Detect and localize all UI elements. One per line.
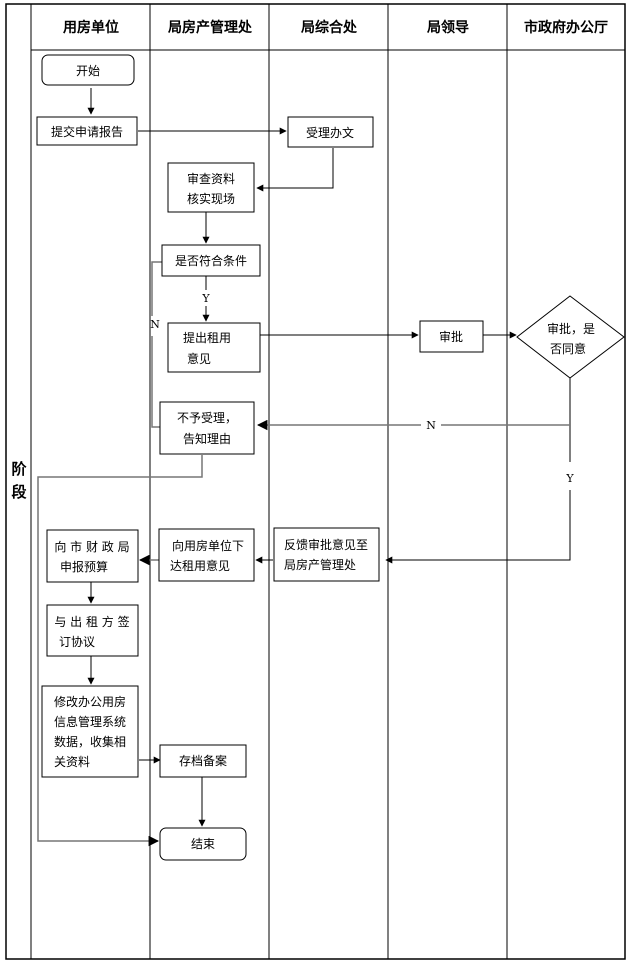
edge-accept-review	[256, 148, 334, 192]
lane-title-unit: 用房单位	[63, 19, 119, 36]
node-issue[interactable]	[158, 528, 255, 582]
node-budget-label-2: 申报预算	[60, 559, 108, 574]
node-sign[interactable]	[46, 604, 139, 657]
node-update-label-1: 修改办公用房	[54, 694, 126, 709]
node-reject[interactable]	[159, 401, 255, 455]
edge-label-n-qualify: N	[150, 318, 160, 331]
edge-qualify-reject-a	[151, 261, 162, 316]
node-update-label-2: 信息管理系统	[54, 714, 126, 729]
node-cityapprove[interactable]	[516, 295, 625, 379]
lane-title-leader: 局领导	[427, 19, 469, 36]
node-approve[interactable]	[419, 320, 484, 353]
node-reject-label-1: 不予受理，	[177, 411, 237, 425]
edge-reject-end	[37, 455, 203, 847]
node-end[interactable]	[159, 827, 247, 861]
stage-label-1: 阶	[11, 460, 27, 478]
lane-title-city: 市政府办公厅	[524, 19, 608, 36]
node-sign-label-2: 订协议	[59, 634, 95, 649]
edge-label-y-qualify: Y	[201, 292, 210, 305]
nodes	[36, 54, 625, 861]
node-update-label-4: 关资料	[54, 755, 90, 769]
node-cityapprove-label-2: 否同意	[550, 341, 586, 356]
node-accept-label: 受理办文	[306, 125, 354, 140]
node-archive-label: 存档备案	[179, 753, 227, 768]
node-sign-label-1: 与 出 租 方 签	[54, 614, 129, 629]
node-feedback-label-2: 局房产管理处	[284, 557, 356, 572]
node-end-label: 结束	[191, 837, 215, 851]
node-submit[interactable]	[36, 116, 138, 146]
node-qualify-label: 是否符合条件	[175, 253, 247, 268]
node-labels: 开始 提交申请报告 受理办文 审查资料 核实现场 是否符合条件 提出租用 意见 …	[51, 64, 595, 851]
node-review[interactable]	[167, 162, 255, 213]
edge-label-y-city: Y	[565, 472, 574, 485]
node-feedback-label-1: 反馈审批意见至	[284, 537, 368, 552]
lane-title-general: 局综合处	[301, 19, 358, 36]
node-approve-label: 审批	[439, 329, 463, 344]
node-update[interactable]	[41, 685, 139, 778]
connectors-gray	[37, 261, 570, 847]
node-start[interactable]	[41, 54, 135, 86]
node-qualify[interactable]	[161, 244, 261, 277]
node-accept[interactable]	[287, 116, 374, 148]
node-budget-label-1: 向 市 财 政 局	[54, 539, 129, 554]
edge-cityapprove-feedback	[385, 490, 571, 564]
node-propose-label-1: 提出租用	[183, 330, 231, 345]
node-propose[interactable]	[167, 322, 261, 373]
node-review-label-2: 核实现场	[187, 191, 235, 206]
stage-label-2: 段	[11, 483, 26, 501]
connectors	[87, 88, 571, 827]
outer-frame	[5, 3, 626, 960]
node-update-label-3: 数据，收集相	[54, 734, 126, 749]
node-cityapprove-label-1: 审批，是	[547, 321, 595, 336]
lane-grid	[5, 3, 626, 960]
edge-label-n-city: N	[426, 419, 436, 432]
node-submit-label: 提交申请报告	[51, 124, 123, 139]
node-review-label-1: 审查资料	[187, 171, 235, 186]
node-propose-label-2: 意见	[187, 351, 211, 366]
node-archive[interactable]	[159, 744, 247, 778]
edge-qualify-reject-b	[151, 336, 160, 428]
node-budget[interactable]	[46, 529, 139, 583]
lane-title-property: 局房产管理处	[168, 19, 253, 36]
node-issue-label-1: 向用房单位下	[172, 538, 244, 553]
node-feedback[interactable]	[273, 527, 380, 582]
node-reject-label-2: 告知理由	[183, 432, 231, 446]
node-issue-label-2: 达租用意见	[170, 558, 230, 573]
node-start-label: 开始	[76, 64, 100, 78]
